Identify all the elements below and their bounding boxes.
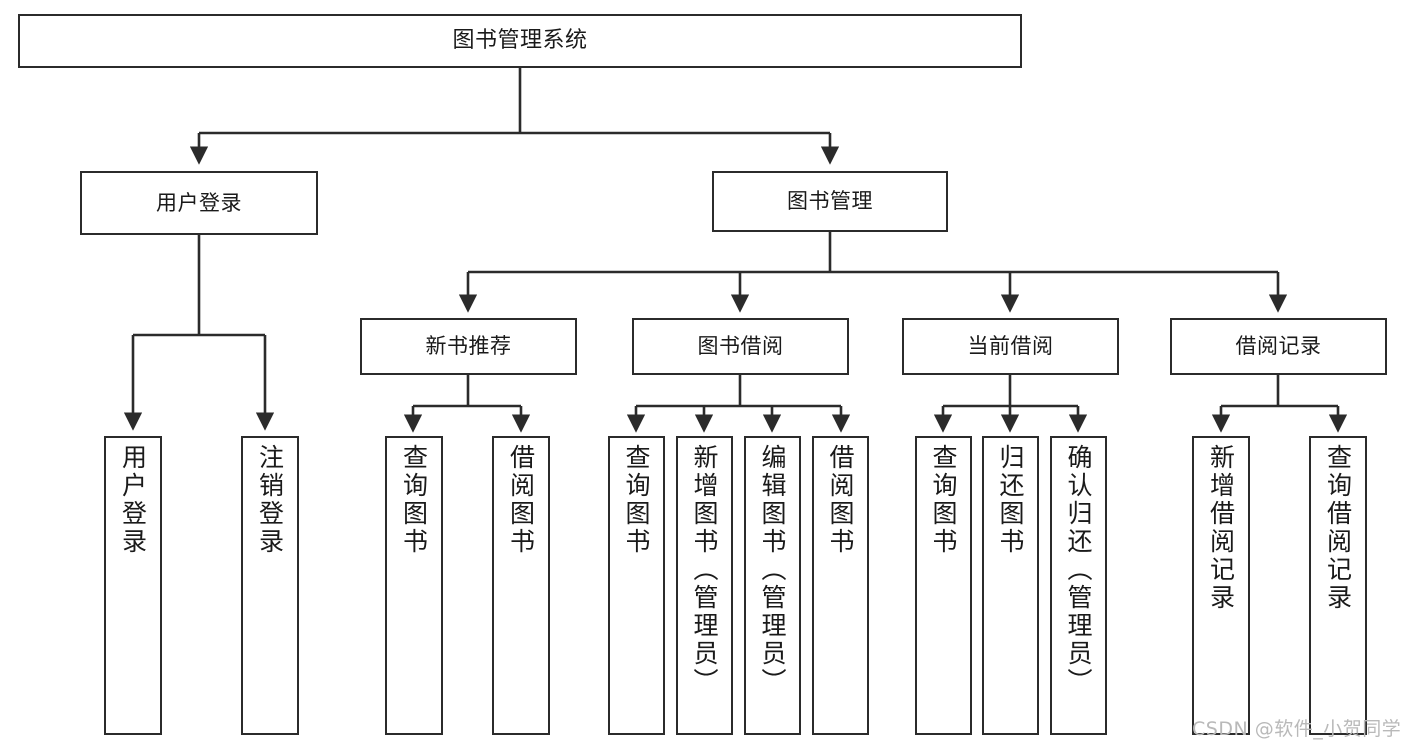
node-label: 查询图书 (929, 444, 958, 556)
node-label: 图书借阅 (697, 334, 784, 359)
node-label: 归还图书 (996, 444, 1025, 556)
node-label: 用户登录 (156, 190, 242, 215)
node-label: 编辑图书（管理员） (758, 444, 787, 696)
node-current-borrow[interactable]: 当前借阅 (902, 318, 1119, 375)
leaf-borrow-book-new[interactable]: 借阅图书 (492, 436, 550, 735)
node-label: 查询图书 (399, 444, 429, 556)
node-book-borrow[interactable]: 图书借阅 (632, 318, 849, 375)
node-label: 新增借阅记录 (1206, 444, 1236, 612)
node-user-login[interactable]: 用户登录 (80, 171, 318, 235)
leaf-return-book[interactable]: 归还图书 (982, 436, 1039, 735)
node-label: 借阅记录 (1235, 334, 1322, 359)
node-new-book-rec[interactable]: 新书推荐 (360, 318, 577, 375)
leaf-query-record[interactable]: 查询借阅记录 (1309, 436, 1367, 735)
node-label: 当前借阅 (967, 334, 1054, 359)
node-borrow-record[interactable]: 借阅记录 (1170, 318, 1387, 375)
node-label: 借阅图书 (506, 444, 536, 556)
leaf-query-book-new[interactable]: 查询图书 (385, 436, 443, 735)
node-label: 图书管理 (787, 189, 873, 214)
node-book-manage[interactable]: 图书管理 (712, 171, 948, 232)
leaf-query-book-borrow[interactable]: 查询图书 (608, 436, 665, 735)
leaf-add-book[interactable]: 新增图书（管理员） (676, 436, 733, 735)
leaf-confirm-return[interactable]: 确认归还（管理员） (1050, 436, 1107, 735)
leaf-add-record[interactable]: 新增借阅记录 (1192, 436, 1250, 735)
leaf-logout[interactable]: 注销登录 (241, 436, 299, 735)
node-label: 查询图书 (622, 444, 651, 556)
leaf-query-book-current[interactable]: 查询图书 (915, 436, 972, 735)
node-label: 图书管理系统 (452, 28, 588, 54)
node-root-system[interactable]: 图书管理系统 (18, 14, 1022, 68)
node-label: 注销登录 (255, 444, 285, 556)
node-label: 确认归还（管理员） (1064, 444, 1093, 696)
leaf-borrow-book[interactable]: 借阅图书 (812, 436, 869, 735)
csdn-watermark: CSDN @软件_小贺同学 (1192, 718, 1402, 740)
node-label: 借阅图书 (826, 444, 855, 556)
node-label: 新书推荐 (425, 334, 512, 359)
node-label: 查询借阅记录 (1323, 444, 1353, 612)
leaf-user-login[interactable]: 用户登录 (104, 436, 162, 735)
node-label: 用户登录 (118, 444, 148, 556)
node-label: 新增图书（管理员） (690, 444, 719, 696)
leaf-edit-book[interactable]: 编辑图书（管理员） (744, 436, 801, 735)
